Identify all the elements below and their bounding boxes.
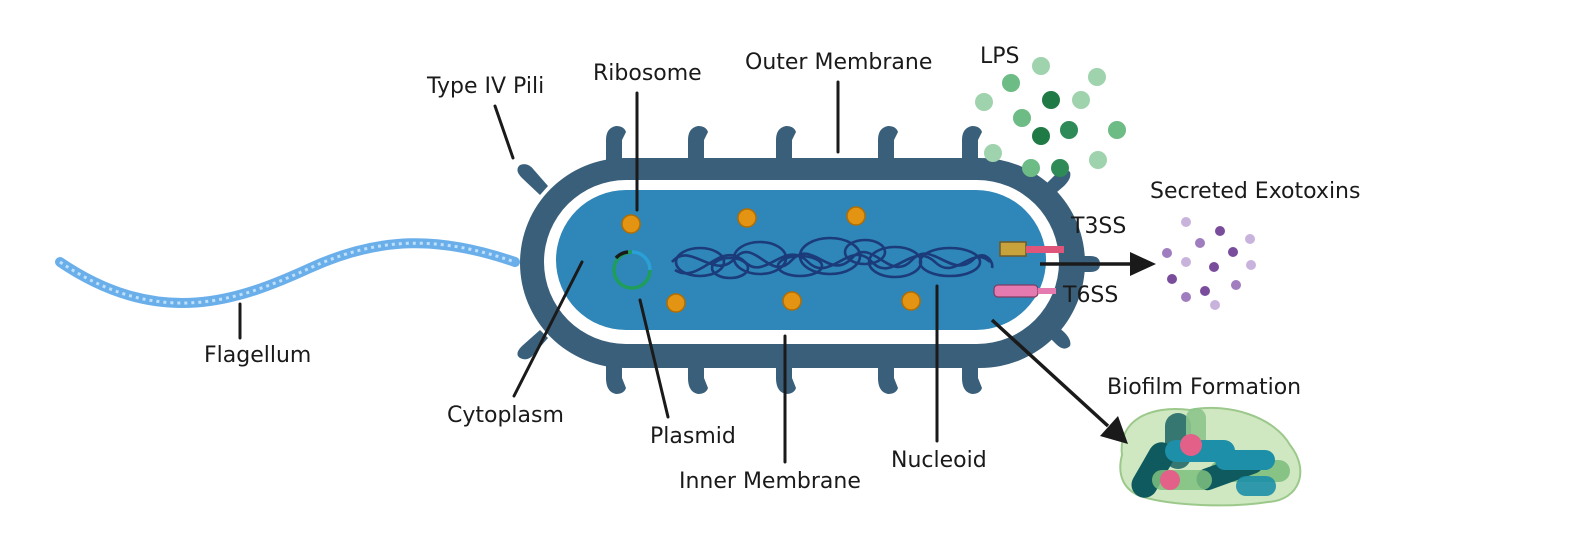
label-nucleoid: Nucleoid	[891, 448, 987, 473]
exotoxin-particles	[1162, 217, 1256, 310]
label-outer-membrane: Outer Membrane	[745, 50, 932, 75]
label-biofilm-formation: Biofilm Formation	[1107, 375, 1301, 400]
label-type-iv-pili: Type IV Pili	[426, 74, 544, 99]
biofilm-cluster	[1119, 406, 1302, 507]
arrow-down-right-icon	[990, 318, 1128, 444]
label-flagellum: Flagellum	[204, 343, 311, 368]
arrow-right-icon	[1040, 252, 1156, 276]
plasmid-ring	[612, 250, 652, 290]
t3ss-structure	[999, 241, 1064, 257]
leader-lines	[238, 80, 939, 464]
label-ribosome: Ribosome	[593, 61, 702, 86]
label-t3ss: T3SS	[1070, 214, 1126, 239]
label-inner-membrane: Inner Membrane	[679, 469, 861, 494]
label-cytoplasm: Cytoplasm	[447, 403, 564, 428]
t6ss-structure	[993, 284, 1056, 298]
label-lps: LPS	[980, 44, 1020, 69]
nucleoid-dna	[670, 236, 994, 280]
label-secreted-exotoxins: Secreted Exotoxins	[1150, 179, 1360, 204]
ribosomes	[621, 206, 921, 313]
label-t6ss: T6SS	[1062, 283, 1118, 308]
label-plasmid: Plasmid	[650, 424, 736, 449]
lps-particles	[975, 57, 1126, 177]
flagellum-structure	[55, 238, 520, 308]
